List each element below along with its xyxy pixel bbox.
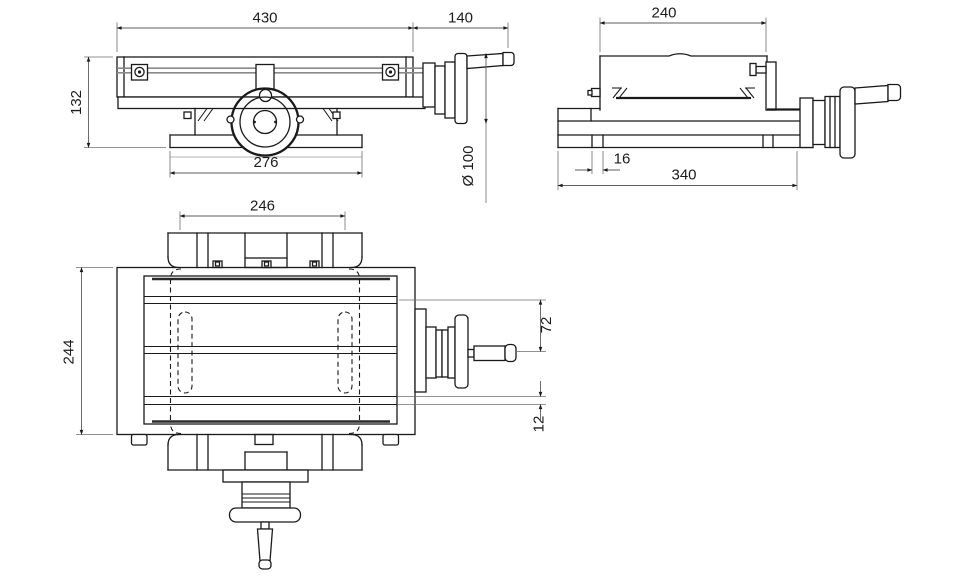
clamp-screw-left <box>587 87 601 98</box>
bracket-bar <box>765 61 777 111</box>
dim-label: 16 <box>614 151 631 168</box>
front-saddle <box>117 96 426 136</box>
handwheel-rim <box>839 86 856 159</box>
top-leadscrew-assembly <box>222 469 309 570</box>
front-rotary-base <box>226 87 305 157</box>
dim-label: 430 <box>252 10 277 27</box>
side-table <box>587 53 777 111</box>
dim-top-saddle-width: 246 <box>179 198 346 230</box>
foot-right <box>382 433 400 446</box>
front-view: 430 140 132 276 Ø 100 <box>68 10 515 203</box>
handle-arm <box>473 345 506 362</box>
clamp-screw-right <box>749 61 777 111</box>
side-saddle-and-base <box>557 107 814 149</box>
dim-side-width: 240 <box>599 5 767 52</box>
front-base <box>169 134 363 158</box>
top-view: 246 244 72 12 <box>61 198 555 570</box>
dim-front-handwheel: 140 <box>412 10 509 48</box>
slot-nut-right <box>381 63 400 81</box>
handle-arm <box>256 528 274 562</box>
dim-label: 246 <box>250 198 275 215</box>
table-top-edge <box>599 53 768 57</box>
handle-grip <box>258 559 272 570</box>
foot-left <box>130 433 148 446</box>
dim-label: 72 <box>538 317 555 334</box>
handwheel-rim <box>454 314 469 389</box>
handwheel-rim <box>454 52 468 125</box>
dim-side-length: 340 <box>557 151 798 190</box>
handwheel-rim <box>228 507 302 523</box>
top-saddle-upper <box>167 232 363 269</box>
side-view: 240 16 340 <box>557 5 902 190</box>
hidden-slot-left <box>177 311 193 394</box>
gib-screw-right <box>332 111 341 120</box>
dim-side-offset: 16 <box>575 151 631 174</box>
front-table <box>116 56 424 98</box>
dim-front-height: 132 <box>68 56 166 148</box>
gib-screw-left <box>183 111 192 120</box>
handle-grip <box>887 83 902 102</box>
dim-label: Ø 100 <box>460 146 477 187</box>
dim-label: 244 <box>61 339 78 364</box>
top-table <box>116 266 416 446</box>
dim-label: 132 <box>68 90 85 115</box>
handle-arm <box>466 52 504 70</box>
dim-label: 240 <box>651 5 676 22</box>
front-handwheel <box>422 51 515 125</box>
dim-label: 12 <box>531 416 548 433</box>
dim-front-base-length: 276 <box>169 151 363 178</box>
slot-nut-left <box>130 63 149 81</box>
dim-label: 340 <box>671 167 696 184</box>
handle-arm <box>854 84 889 105</box>
t-slots <box>144 295 397 406</box>
dim-front-length: 430 <box>116 10 414 52</box>
dim-top-slot-width: 12 <box>397 381 548 432</box>
clamp-bolt-circle <box>258 88 273 103</box>
top-saddle-lower <box>167 433 363 471</box>
handle-grip <box>504 343 517 363</box>
dim-top-slot-spacing: 72 <box>399 299 555 352</box>
slot-tabs <box>212 260 320 269</box>
handle-grip <box>502 51 515 67</box>
jaw-screw-left <box>226 115 235 124</box>
dim-front-wheel-diameter: Ø 100 <box>460 53 488 203</box>
top-handwheel-right <box>414 308 517 393</box>
dim-top-depth: 244 <box>61 267 113 435</box>
jaw-screw-right <box>295 115 305 124</box>
center-clamp-block <box>255 63 275 90</box>
hidden-slot-right <box>337 311 353 394</box>
dim-label: 276 <box>253 154 278 171</box>
dim-label: 140 <box>448 10 473 27</box>
side-handwheel <box>799 83 902 159</box>
hidden-saddle-edges <box>169 268 361 435</box>
